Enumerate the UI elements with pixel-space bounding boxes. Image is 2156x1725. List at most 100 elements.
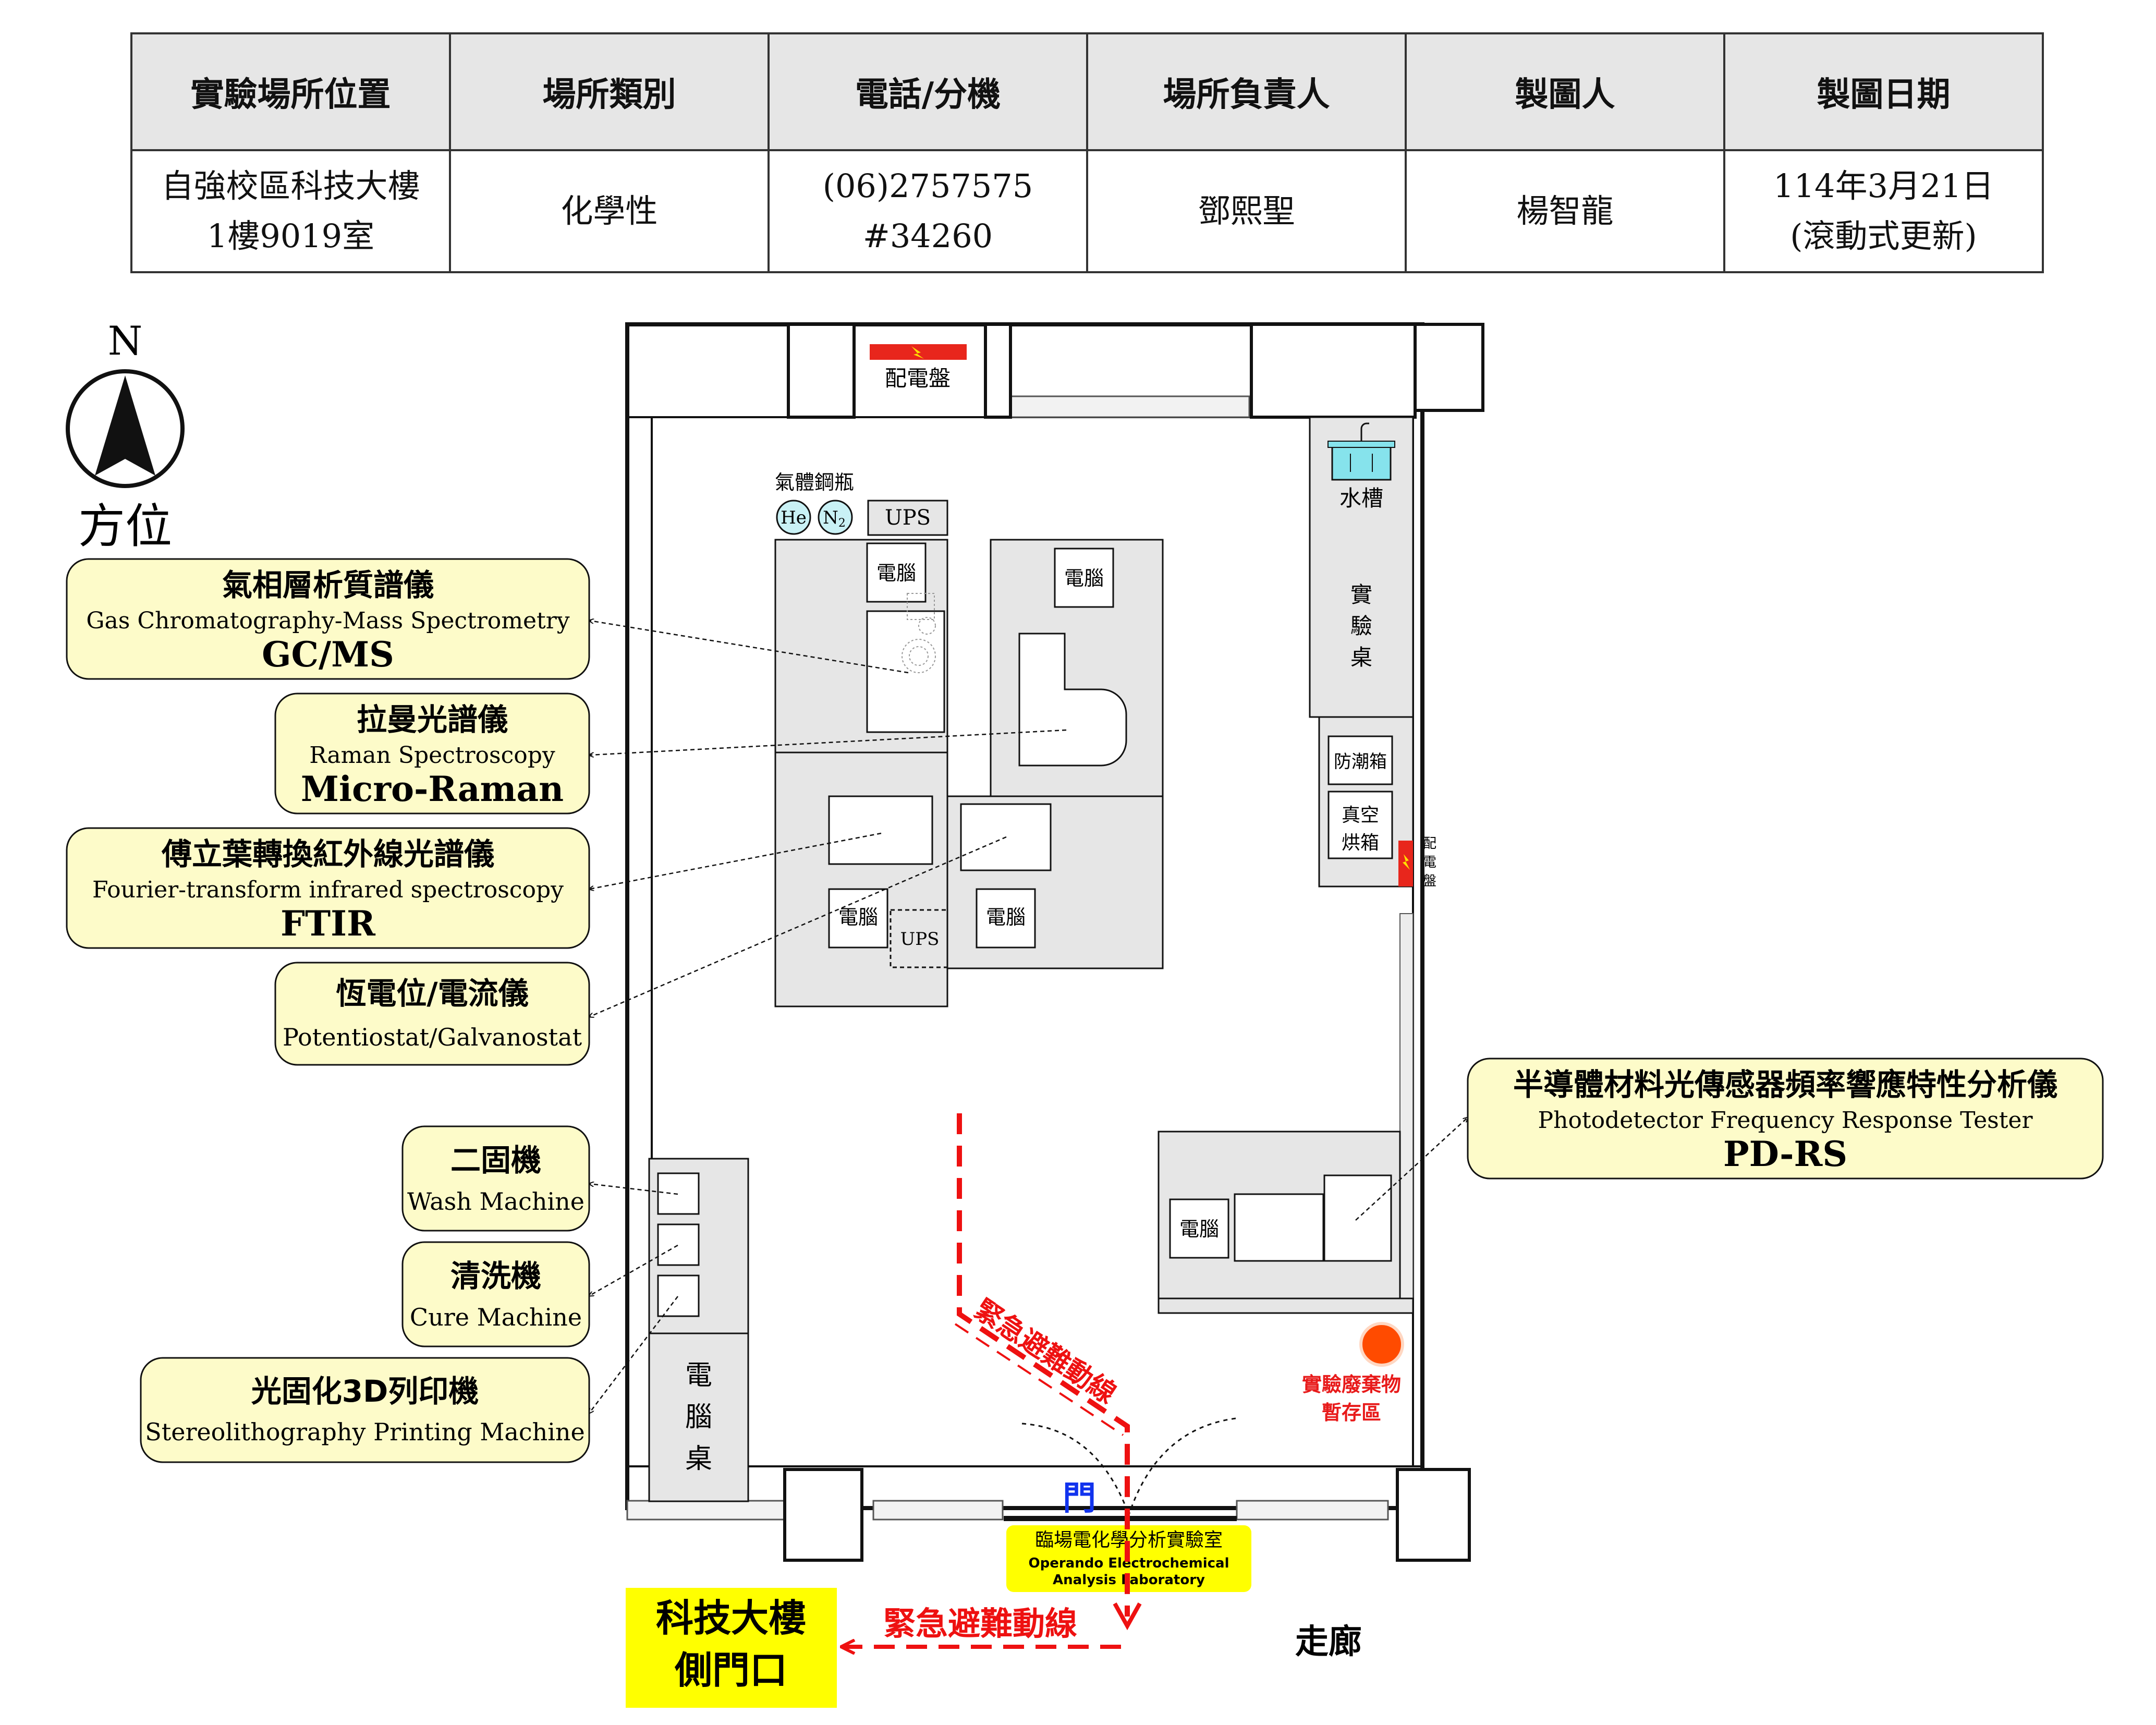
header-category: 場所類別 <box>449 32 770 151</box>
info-value-row: 自強校區科技大樓 1樓9019室 化學性 (06)2757575 #34260 … <box>130 149 2044 273</box>
potentiostat-zh: 恆電位/電流儀 <box>336 976 528 1011</box>
potentiostat-bench: 電腦 <box>946 795 1164 969</box>
location-line-1: 自強校區科技大樓 <box>161 167 420 205</box>
callout-raman: 拉曼光譜儀 Raman Spectroscopy Micro-Raman <box>274 693 590 815</box>
evac-arrow-down-icon <box>1113 1602 1142 1631</box>
category-cell: 化學性 <box>449 149 770 273</box>
leader-lines <box>589 621 1468 1413</box>
header-manager: 場所負責人 <box>1086 32 1407 151</box>
raman-computer <box>1054 548 1114 608</box>
header-location: 實驗場所位置 <box>130 32 451 151</box>
panel-side-label-1: 配 <box>1423 836 1436 852</box>
ups-top-label: UPS <box>885 506 931 530</box>
pdrs-computer <box>1169 1198 1229 1259</box>
wash-machine-unit <box>657 1172 700 1215</box>
waste-area: 實驗廢棄物 暫存區 <box>1302 1322 1404 1424</box>
gcms-bench: 電腦 <box>774 539 948 754</box>
evacuation-route <box>842 1113 1142 1647</box>
location-cell: 自強校區科技大樓 1樓9019室 <box>130 149 451 273</box>
potentiostat-computer <box>976 888 1036 949</box>
callout-printer: 光固化3D列印機 Stereolithography Printing Mach… <box>140 1357 590 1463</box>
printer-en: Stereolithography Printing Machine <box>145 1418 585 1446</box>
callout-pdrs: 半導體材料光傳感器頻率響應特性分析儀 Photodetector Frequen… <box>1467 1058 2104 1180</box>
compass-label: 方位 <box>78 499 172 554</box>
raman-bench: 電腦 <box>990 539 1164 797</box>
phone-cell: (06)2757575 #34260 <box>768 149 1088 273</box>
ups-top: UPS <box>867 500 948 536</box>
n2-cylinder-icon <box>818 500 853 535</box>
lab-bench-label-1: 實 <box>1350 582 1372 608</box>
panel-top-label: 配電盤 <box>885 366 951 391</box>
ftir-instrument <box>828 795 933 865</box>
pdrs-computer-label: 電腦 <box>1179 1218 1219 1241</box>
cure-machine-unit <box>657 1223 700 1266</box>
sink-icon <box>1327 422 1395 481</box>
lightning-icon <box>911 346 924 359</box>
waste-icon <box>1359 1322 1404 1367</box>
evac-label-horizontal: 緊急避難動線 <box>883 1605 1077 1643</box>
sink-label: 水槽 <box>1339 485 1383 511</box>
raman-abbr: Micro-Raman <box>301 769 564 809</box>
door-label: 門 <box>1063 1479 1096 1518</box>
corner-column-ne <box>1414 323 1484 412</box>
info-header-row: 實驗場所位置 場所類別 電話/分機 場所負責人 製圖人 製圖日期 <box>130 32 2044 151</box>
corridor-label: 走廊 <box>1295 1623 1362 1661</box>
ftir-zh: 傅立葉轉換紅外線光譜儀 <box>161 836 494 872</box>
date-cell: 114年3月21日 (滾動式更新) <box>1723 149 2044 273</box>
sink-bench: 水槽 實 驗 桌 <box>1309 416 1414 718</box>
storage-area: 防潮箱 真空 烘箱 <box>1318 716 1414 888</box>
header-drawer: 製圖人 <box>1405 32 1725 151</box>
vacuum-oven <box>1327 791 1393 859</box>
callout-wash: 二固機 Wash Machine <box>401 1125 590 1232</box>
exit-label-2: 側門口 <box>674 1648 787 1692</box>
right-wall-strip <box>1399 913 1414 1300</box>
evac-label-diagonal: 緊急避難動線 <box>969 1294 1122 1410</box>
computer-desk-label-1: 電 <box>685 1360 712 1391</box>
gas-cylinders: 氣體鋼瓶 He N2 <box>775 471 854 535</box>
compass-needle-icon <box>95 375 155 476</box>
phone-number: (06)2757575 <box>822 167 1033 205</box>
ftir-en: Fourier-transform infrared spectroscopy <box>92 877 564 903</box>
gcms-abbr: GC/MS <box>262 634 394 675</box>
pdrs-unit-1 <box>1234 1193 1324 1262</box>
phone-extension: #34260 <box>862 217 993 255</box>
side-exit-sign: 科技大樓 側門口 <box>626 1588 837 1708</box>
pdrs-en: Photodetector Frequency Response Tester <box>1538 1107 2033 1134</box>
exit-label-1: 科技大樓 <box>656 1596 806 1640</box>
pdrs-abbr: PD-RS <box>1723 1134 1847 1174</box>
drawer-cell: 楊智龍 <box>1405 149 1725 273</box>
computer-desk-label-3: 桌 <box>685 1443 712 1475</box>
location-line-2: 1樓9019室 <box>206 217 375 255</box>
electrical-panel-top: 配電盤 <box>870 344 967 391</box>
gcms-computer <box>866 542 927 603</box>
compass-north: N <box>108 318 143 364</box>
callout-gcms: 氣相層析質譜儀 Gas Chromatography-Mass Spectrom… <box>66 558 590 680</box>
computer-desk <box>648 1332 749 1502</box>
cure-en: Cure Machine <box>410 1303 582 1331</box>
ups-bottom-label: UPS <box>900 929 940 950</box>
he-cylinder-icon <box>776 500 811 535</box>
waste-label-2: 暫存區 <box>1322 1401 1381 1424</box>
gas-cylinders-label: 氣體鋼瓶 <box>775 471 854 494</box>
pdrs-bench: 電腦 <box>1158 1131 1414 1314</box>
dry-cabinet <box>1327 735 1393 785</box>
compass: N 方位 <box>66 318 185 554</box>
he-label: He <box>781 507 807 528</box>
lab-bench-label-2: 驗 <box>1350 613 1372 639</box>
columns <box>783 323 1471 1562</box>
left-machines-bench: 電 腦 桌 <box>648 1158 749 1502</box>
raman-zh: 拉曼光譜儀 <box>357 702 508 737</box>
printer-zh: 光固化3D列印機 <box>251 1374 479 1409</box>
callout-potentiostat: 恆電位/電流儀 Potentiostat/Galvanostat <box>274 962 590 1066</box>
gcms-en: Gas Chromatography-Mass Spectrometry <box>86 608 569 634</box>
raman-computer-label: 電腦 <box>1064 567 1104 590</box>
window-strips <box>626 395 1389 1521</box>
ftir-computer-label: 電腦 <box>838 906 878 929</box>
manager-cell: 鄧熙聖 <box>1086 149 1407 273</box>
ftir-abbr: FTIR <box>281 903 376 944</box>
callout-cure: 清洗機 Cure Machine <box>401 1241 590 1347</box>
door-swing-left <box>1021 1423 1130 1515</box>
callout-ftir: 傅立葉轉換紅外線光譜儀 Fourier-transform infrared s… <box>66 827 590 949</box>
raman-instrument <box>1018 633 1127 767</box>
electrical-panel-side: 配 電 盤 <box>1398 836 1436 889</box>
